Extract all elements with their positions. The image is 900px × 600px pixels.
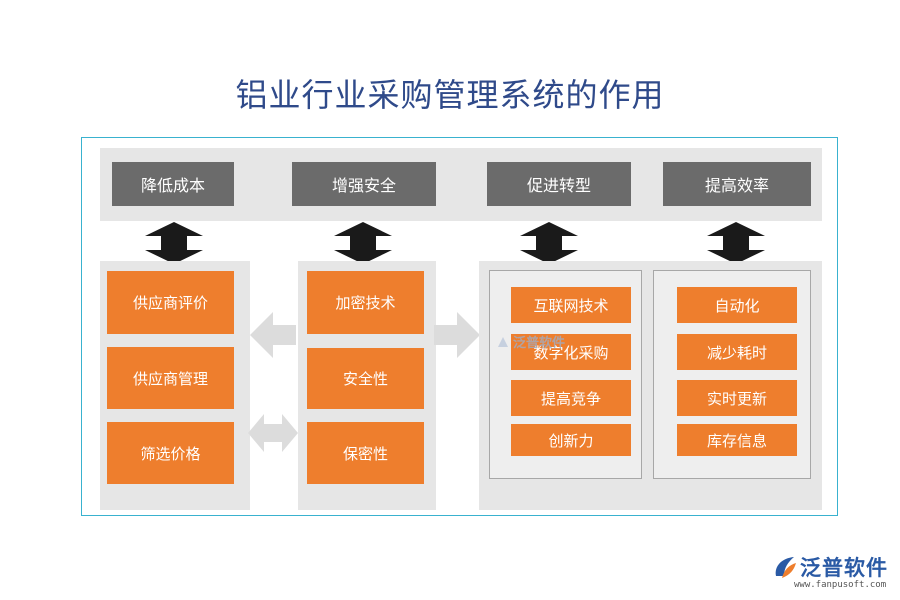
cost-item-price-screening: 筛选价格 — [107, 422, 234, 484]
transform-item-competitiveness: 提高竞争 — [511, 380, 631, 416]
transform-item-innovation: 创新力 — [511, 424, 631, 456]
efficiency-item-inventory-info: 库存信息 — [677, 424, 797, 456]
brand-url: www.fanpusoft.com — [794, 580, 887, 590]
arrow-right-icon — [434, 312, 480, 358]
brand-logo-icon — [775, 557, 796, 578]
arrow-left-icon — [250, 312, 296, 358]
double-arrow-horizontal-icon — [248, 414, 298, 452]
security-item-encryption: 加密技术 — [307, 271, 424, 334]
benefit-efficiency: 提高效率 — [663, 162, 811, 206]
double-arrow-vertical-icon — [145, 222, 203, 264]
brand-logo: 泛普软件 www.fanpusoft.com — [772, 552, 892, 594]
cost-item-supplier-management: 供应商管理 — [107, 347, 234, 409]
double-arrow-vertical-icon — [707, 222, 765, 264]
double-arrow-vertical-icon — [334, 222, 392, 264]
efficiency-item-automation: 自动化 — [677, 287, 797, 323]
efficiency-item-reduce-time: 减少耗时 — [677, 334, 797, 370]
benefit-security: 增强安全 — [292, 162, 436, 206]
double-arrow-vertical-icon — [520, 222, 578, 264]
efficiency-item-realtime-update: 实时更新 — [677, 380, 797, 416]
security-item-confidentiality: 保密性 — [307, 422, 424, 484]
security-item-safety: 安全性 — [307, 348, 424, 409]
page-title: 铝业行业采购管理系统的作用 — [235, 76, 665, 114]
benefit-transformation: 促进转型 — [487, 162, 631, 206]
brand-name: 泛普软件 — [800, 556, 888, 580]
diagram-frame: 降低成本 增强安全 促进转型 提高效率 供应商评价 供应商管理 筛选价格 加密技… — [81, 137, 838, 516]
transform-item-digital-procurement: 数字化采购 — [511, 334, 631, 370]
benefit-cost-reduction: 降低成本 — [112, 162, 234, 206]
cost-item-supplier-evaluation: 供应商评价 — [107, 271, 234, 334]
transform-item-internet-tech: 互联网技术 — [511, 287, 631, 323]
